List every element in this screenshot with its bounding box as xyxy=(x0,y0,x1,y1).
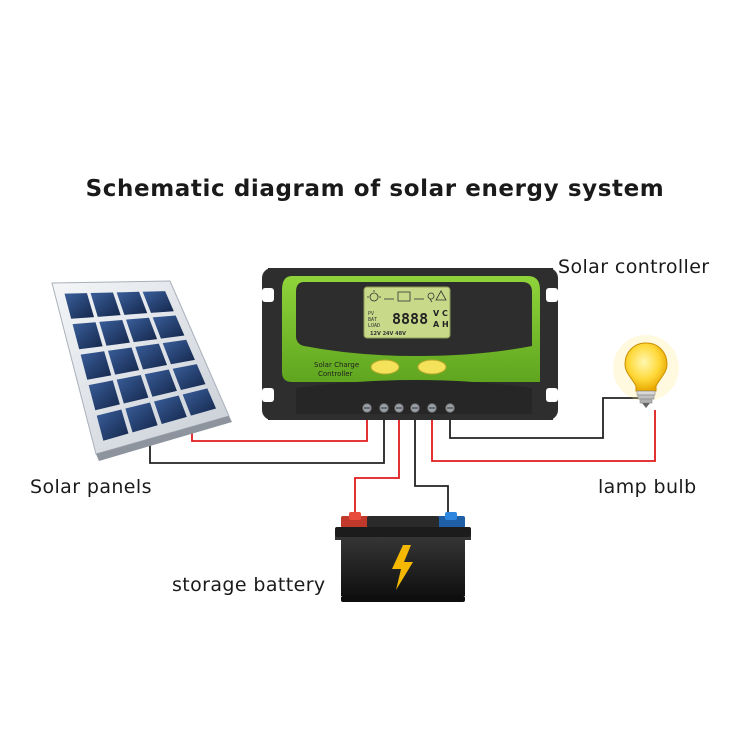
label-solar-panels: Solar panels xyxy=(30,476,152,498)
lcd-voltages: 12V 24V 48V xyxy=(370,331,406,337)
solar-cell xyxy=(125,402,158,433)
brand-line1: Solar Charge xyxy=(314,361,359,369)
lcd-digits: 8888 xyxy=(392,310,428,328)
label-solar-controller: Solar controller xyxy=(558,256,710,278)
wire-battery-red xyxy=(354,409,400,518)
solar-cell xyxy=(162,339,195,365)
wire-lamp-black xyxy=(449,397,640,439)
solar-cell xyxy=(182,388,217,416)
solar-cell xyxy=(96,409,129,441)
battery-icon xyxy=(335,512,471,602)
solar-cell xyxy=(154,395,187,425)
lightning-bolt-icon xyxy=(392,545,413,590)
wire-panel-black xyxy=(149,409,385,464)
solar-cell xyxy=(144,369,177,397)
solar-panel-icon xyxy=(51,280,232,461)
solar-cell xyxy=(90,292,121,317)
solar-cell xyxy=(116,374,149,404)
solar-cell xyxy=(135,343,168,370)
solar-cell xyxy=(80,351,112,380)
wire-lamp-red xyxy=(431,409,656,462)
lcd-unit-a: A xyxy=(433,320,440,329)
solar-cell xyxy=(99,319,130,346)
label-storage-battery: storage battery xyxy=(172,574,326,596)
lcd-icons xyxy=(367,290,447,303)
lcd-unit-v: V xyxy=(433,309,440,318)
page-title: Schematic diagram of solar energy system xyxy=(85,176,665,202)
solar-cell xyxy=(64,293,95,319)
solar-cell xyxy=(142,291,174,313)
wiring xyxy=(149,397,656,518)
brand-line2: Controller xyxy=(318,370,353,378)
solar-cell xyxy=(152,315,185,339)
label-lamp-bulb: lamp bulb xyxy=(598,476,697,498)
light-bulb-icon xyxy=(613,335,679,408)
lcd-pv: PV xyxy=(368,311,374,317)
solar-cell xyxy=(172,364,206,390)
lcd-bat: BAT xyxy=(368,317,377,323)
wire-battery-black xyxy=(414,409,449,518)
lcd-unit-h: H xyxy=(442,320,449,329)
solar-cell xyxy=(125,317,158,343)
lcd-load: LOAD xyxy=(368,323,380,329)
lcd-unit-c: C xyxy=(442,309,448,318)
charge-controller-icon xyxy=(262,268,558,420)
solar-cell xyxy=(116,291,148,315)
solar-cell xyxy=(72,322,103,350)
solar-cell xyxy=(88,380,120,411)
solar-cell xyxy=(107,347,140,375)
